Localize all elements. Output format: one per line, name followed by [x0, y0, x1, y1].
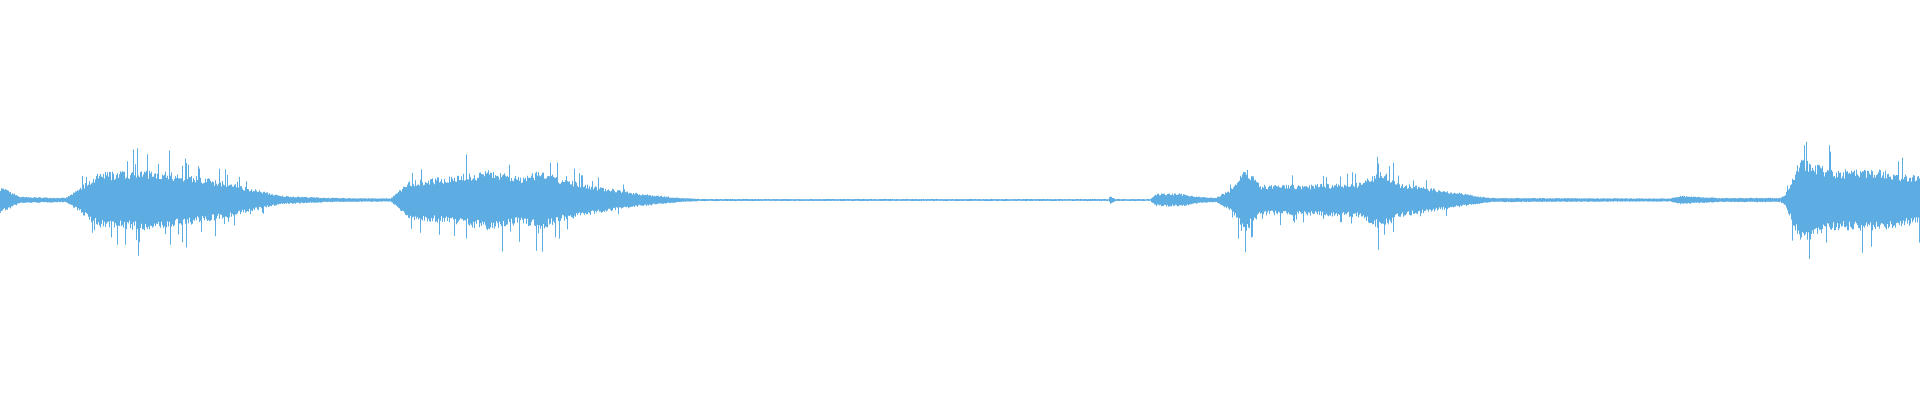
waveform-path — [0, 141, 1920, 259]
